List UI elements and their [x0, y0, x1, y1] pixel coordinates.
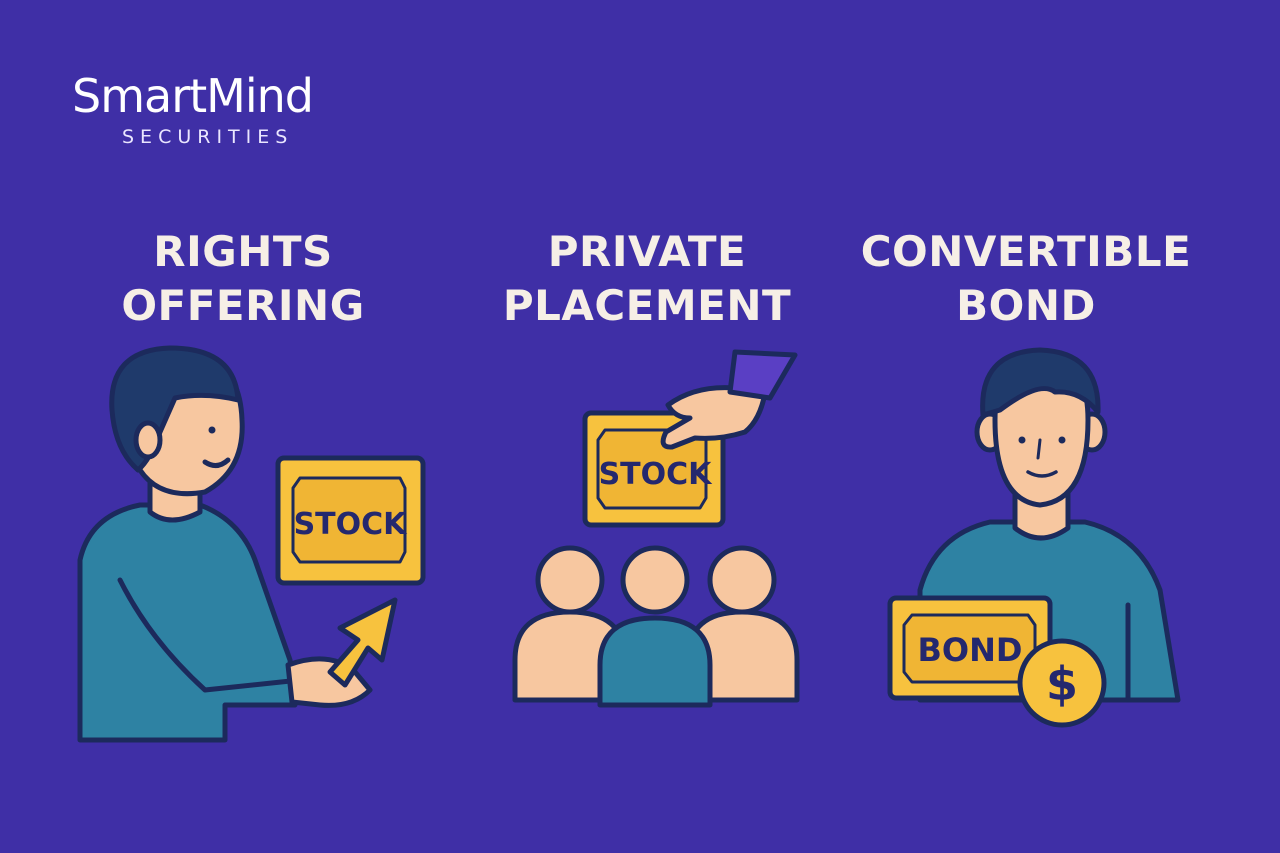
dollar-coin-icon	[1017, 638, 1107, 728]
rights-offering-card-label: STOCK	[294, 507, 409, 542]
heading-convertible-bond: CONVERTIBLE BOND	[826, 225, 1226, 333]
private-placement-hand	[660, 349, 798, 450]
rights-offering-person	[77, 345, 373, 743]
dollar-sign-label: $	[1046, 657, 1078, 711]
heading-rights-offering: RIGHTS OFFERING	[43, 225, 443, 333]
brand-name: SmartMind	[72, 69, 314, 123]
heading-line-1: PRIVATE	[547, 227, 747, 276]
rights-offering-arrow-icon	[327, 597, 398, 688]
brand-logo: SmartMind SECURITIES	[72, 69, 314, 148]
heading-line-2: PLACEMENT	[502, 281, 792, 330]
rights-offering-stock-card	[275, 455, 426, 586]
brand-tagline: SECURITIES	[122, 126, 294, 148]
heading-line-2: BOND	[956, 281, 1096, 330]
investor-group-icon	[512, 545, 800, 708]
heading-line-1: CONVERTIBLE	[860, 227, 1192, 276]
bond-certificate-card	[887, 595, 1053, 701]
private-placement-card-label: STOCK	[599, 457, 714, 492]
heading-line-1: RIGHTS	[153, 227, 333, 276]
heading-line-2: OFFERING	[121, 281, 365, 330]
bond-card-label: BOND	[918, 631, 1023, 669]
heading-private-placement: PRIVATE PLACEMENT	[447, 225, 847, 333]
